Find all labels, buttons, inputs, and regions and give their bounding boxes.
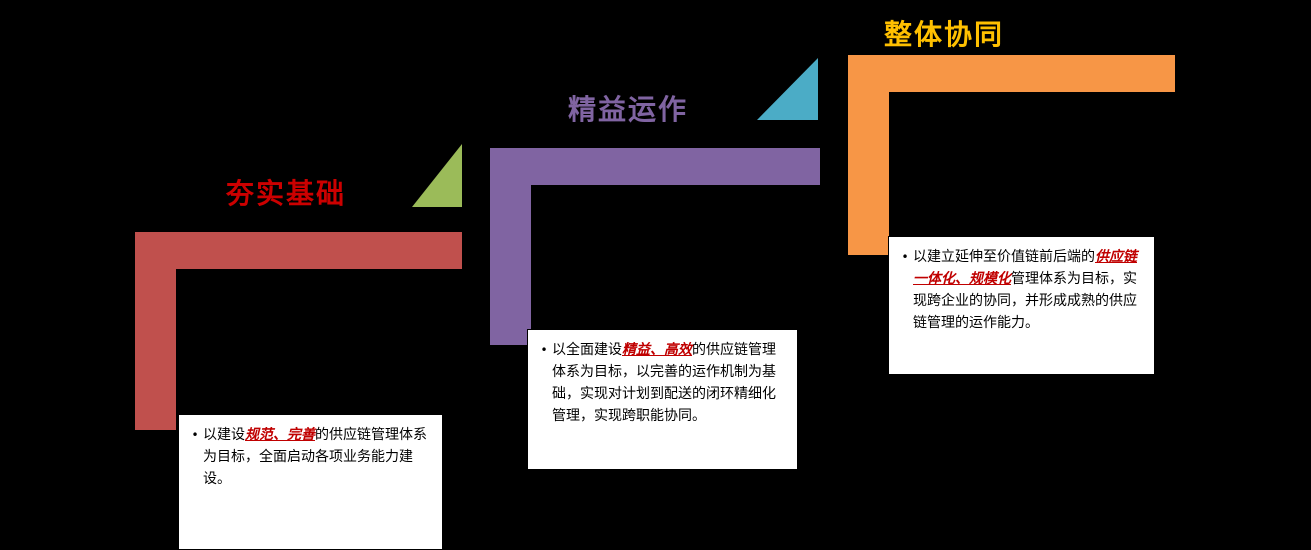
stage-overall-synergy-title: 整体协同 [884,18,1005,51]
stage-lean-operation-elbow-vertical-bar [490,148,531,345]
text-pre: 以建立延伸至价值链前后端的 [913,249,1095,265]
stage-lean-operation-textbox: • 以全面建设精益、高效的供应链管理体系为目标，以完善的运作机制为基础，实现对计… [527,329,798,470]
stage-foundation-textbox: • 以建设规范、完善的供应链管理体系为目标，全面启动各项业务能力建设。 [178,414,443,550]
text-post: 的供应链管理体系为目标，以完善的运作机制为基础，实现对计划到配送的闭环精细化管理… [552,342,776,424]
step-up-triangle-icon [412,144,462,207]
text-post: 的供应链管理体系为目标，全面启动各项业务能力建设。 [203,427,427,487]
text-emphasis: 规范、完善 [245,427,315,443]
bullet-icon: • [901,250,909,264]
stage-overall-synergy-elbow-horizontal-bar [848,55,1175,92]
bullet-icon: • [191,428,199,442]
stage-lean-operation-elbow-horizontal-bar [490,148,820,185]
stage-overall-synergy-textbox: • 以建立延伸至价值链前后端的供应链一体化、规模化管理体系为目标，实现跨企业的协… [888,236,1155,375]
stage-lean-operation-title: 精益运作 [568,93,689,126]
stage-lean-operation-text: 以全面建设精益、高效的供应链管理体系为目标，以完善的运作机制为基础，实现对计划到… [552,339,787,427]
stage-foundation-text: 以建设规范、完善的供应链管理体系为目标，全面启动各项业务能力建设。 [203,424,432,490]
stage-overall-synergy-elbow-vertical-bar [848,55,889,255]
stage-overall-synergy-text: 以建立延伸至价值链前后端的供应链一体化、规模化管理体系为目标，实现跨企业的协同，… [913,246,1144,334]
step-up-triangle-icon [757,58,818,120]
stage-foundation-title: 夯实基础 [226,177,347,210]
stage-foundation-elbow-horizontal-bar [135,232,462,269]
text-post: 管理体系为目标，实现跨企业的协同，并形成成熟的供应链管理的运作能力。 [913,271,1137,331]
text-emphasis: 精益、高效 [622,342,692,358]
stage-foundation-elbow-vertical-bar [135,232,176,430]
text-pre: 以全面建设 [552,342,622,358]
text-pre: 以建设 [203,427,245,443]
text-emphasis: 供应链一体化、规模化 [913,249,1137,287]
bullet-icon: • [540,343,548,357]
